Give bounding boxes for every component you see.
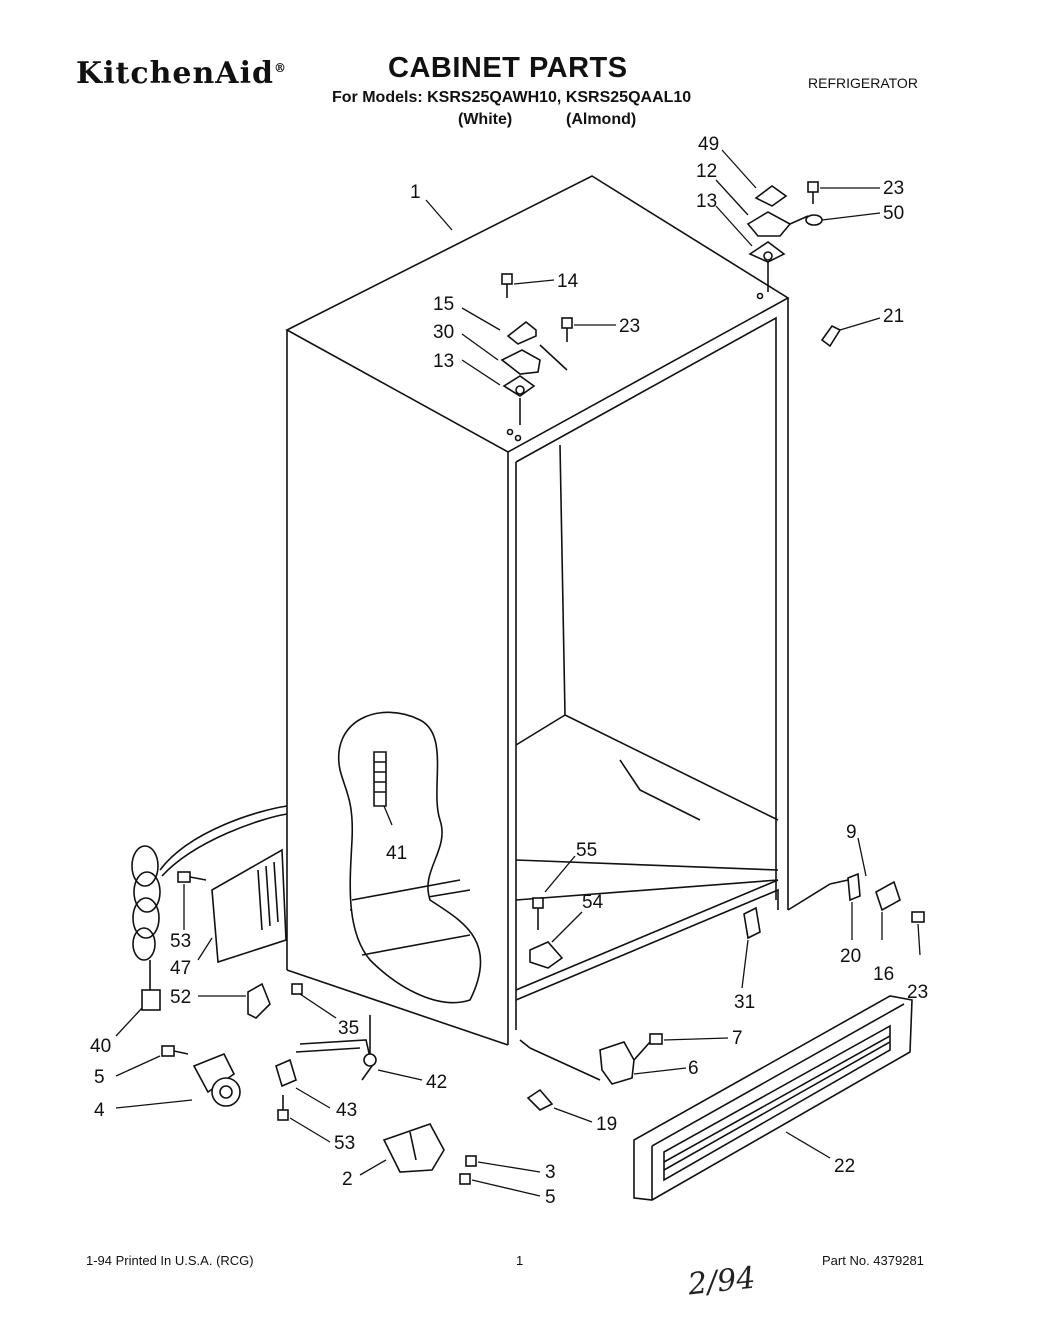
callout-31: 31 [734, 992, 755, 1013]
appliance-category: REFRIGERATOR [808, 75, 918, 91]
callout-13-mid: 13 [433, 351, 454, 372]
callout-23-top: 23 [883, 178, 904, 199]
callout-1: 1 [410, 182, 421, 203]
callout-15: 15 [433, 294, 454, 315]
callout-4: 4 [94, 1100, 105, 1121]
callout-16: 16 [873, 964, 894, 985]
callout-55: 55 [576, 840, 597, 861]
callout-6: 6 [688, 1058, 699, 1079]
callout-30: 30 [433, 322, 454, 343]
upper-hinge-assembly [500, 273, 573, 425]
callout-40: 40 [90, 1036, 111, 1057]
brand-logo: KitchenAid® [76, 56, 287, 91]
part-number: Part No. 4379281 [822, 1253, 924, 1268]
callout-23-mid: 23 [619, 316, 640, 337]
lower-left-components [161, 1015, 477, 1185]
models-line: For Models: KSRS25QAWH10, KSRS25QAAL10 [332, 89, 692, 106]
callout-5-left: 5 [94, 1067, 105, 1088]
callout-2: 2 [342, 1169, 353, 1190]
callout-50: 50 [883, 203, 904, 224]
handwritten-note: 2/94 [686, 1260, 758, 1303]
callout-9: 9 [846, 822, 857, 843]
callout-12: 12 [696, 161, 717, 182]
variant-almond: (Almond) [566, 111, 637, 128]
print-info: 1-94 Printed In U.S.A. (RCG) [86, 1253, 254, 1268]
callout-35: 35 [338, 1018, 359, 1039]
callout-7: 7 [732, 1028, 743, 1049]
callout-53-upper: 53 [170, 931, 191, 952]
upper-right-hinge-assembly [746, 181, 842, 348]
callout-leaders [115, 149, 921, 1197]
callout-52: 52 [170, 987, 191, 1008]
callout-54: 54 [582, 892, 604, 913]
callout-23-right: 23 [907, 982, 928, 1003]
callout-53-lower: 53 [334, 1133, 355, 1154]
base-grille [633, 995, 913, 1201]
cabinet-body [285, 175, 790, 1049]
callout-42: 42 [426, 1072, 447, 1093]
callout-49: 49 [698, 134, 719, 155]
callout-5-bottom: 5 [545, 1187, 556, 1208]
callout-13-top: 13 [696, 191, 717, 212]
callout-47: 47 [170, 958, 191, 979]
callout-41: 41 [386, 843, 407, 864]
callout-20: 20 [840, 946, 861, 967]
variant-white: (White) [458, 111, 513, 128]
page-title: CABINET PARTS [388, 52, 628, 84]
page-number: 1 [516, 1253, 524, 1268]
callout-labels: 1 49 12 13 23 50 14 15 30 13 23 21 41 55… [90, 134, 928, 1208]
power-cord-and-panel [131, 805, 303, 1019]
callout-21: 21 [883, 306, 904, 327]
lower-right-components [526, 872, 925, 1111]
callout-3: 3 [545, 1162, 556, 1183]
callout-14: 14 [557, 271, 579, 292]
callout-22: 22 [834, 1156, 855, 1177]
callout-19: 19 [596, 1114, 617, 1135]
callout-43: 43 [336, 1100, 357, 1121]
